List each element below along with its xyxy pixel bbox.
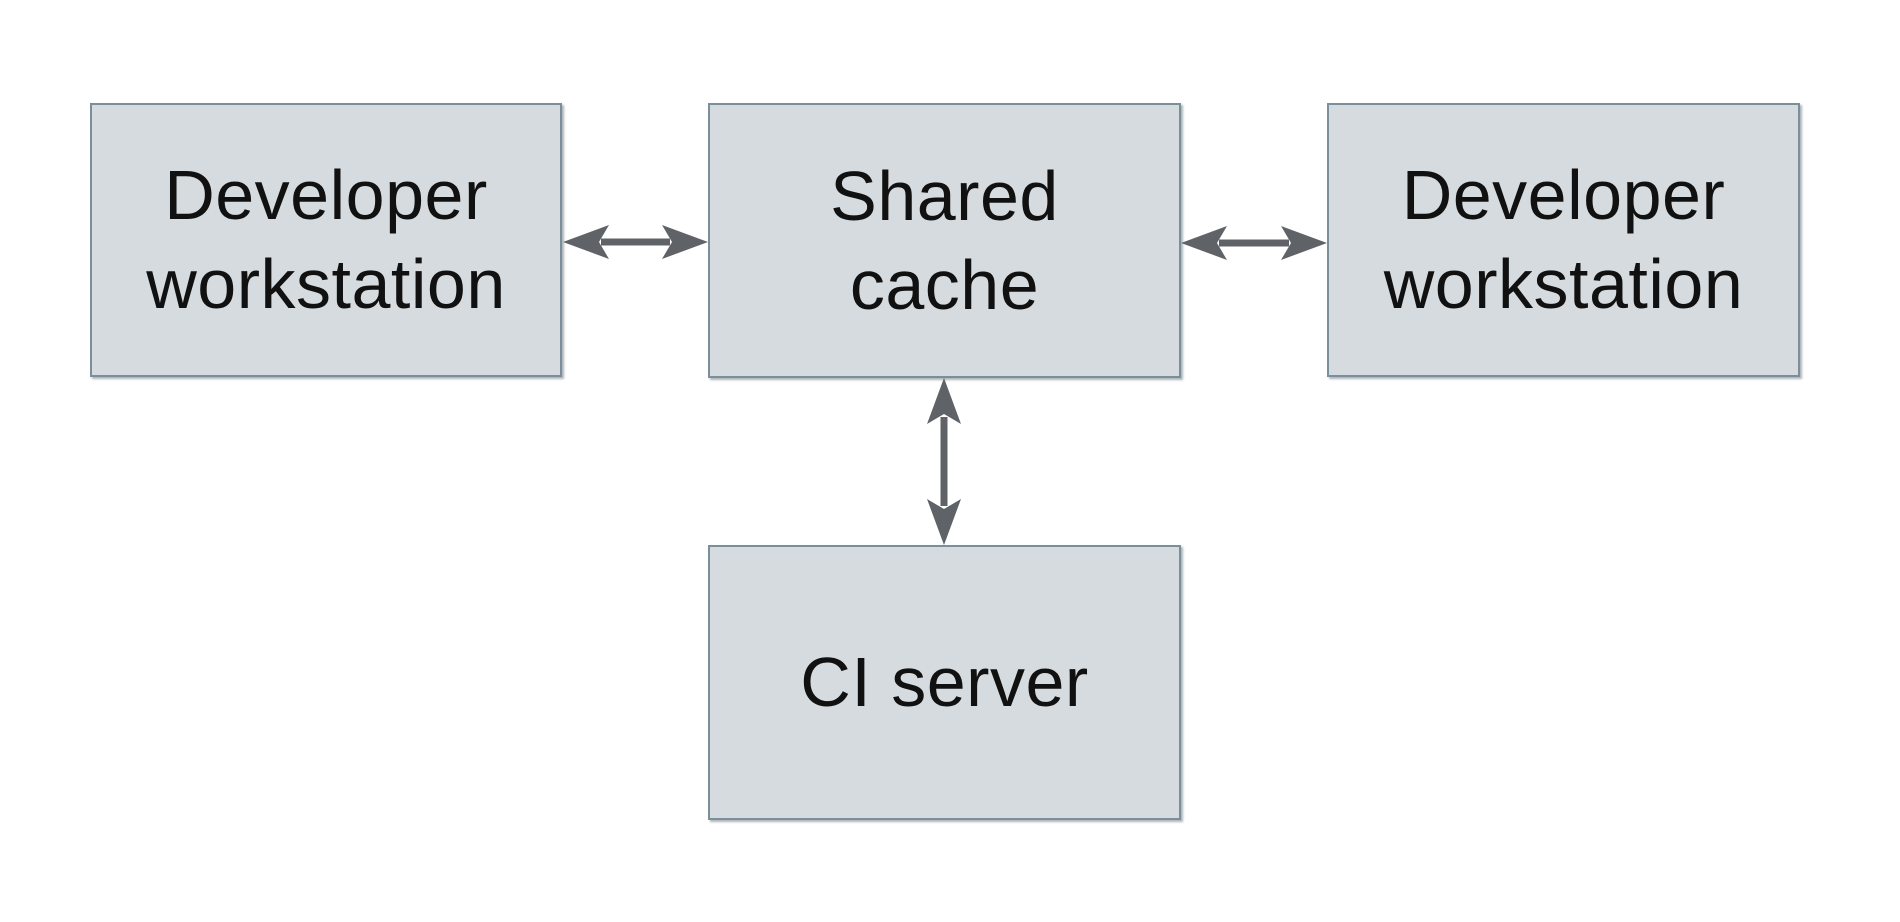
node-ci-server-label: CI server xyxy=(800,643,1089,722)
node-developer-workstation-right-label: Developer workstation xyxy=(1383,156,1744,323)
node-developer-workstation-right: Developer workstation xyxy=(1327,103,1800,377)
bidirectional-arrow-vertical-icon xyxy=(914,372,974,552)
node-developer-workstation-left: Developer workstation xyxy=(90,103,562,377)
bidirectional-arrow-left-icon xyxy=(555,212,715,272)
bidirectional-arrow-right-icon xyxy=(1173,213,1335,273)
node-ci-server: CI server xyxy=(708,545,1181,820)
node-shared-cache-label: Shared cache xyxy=(830,156,1059,324)
node-shared-cache: Shared cache xyxy=(708,103,1181,378)
node-developer-workstation-left-label: Developer workstation xyxy=(146,156,506,323)
